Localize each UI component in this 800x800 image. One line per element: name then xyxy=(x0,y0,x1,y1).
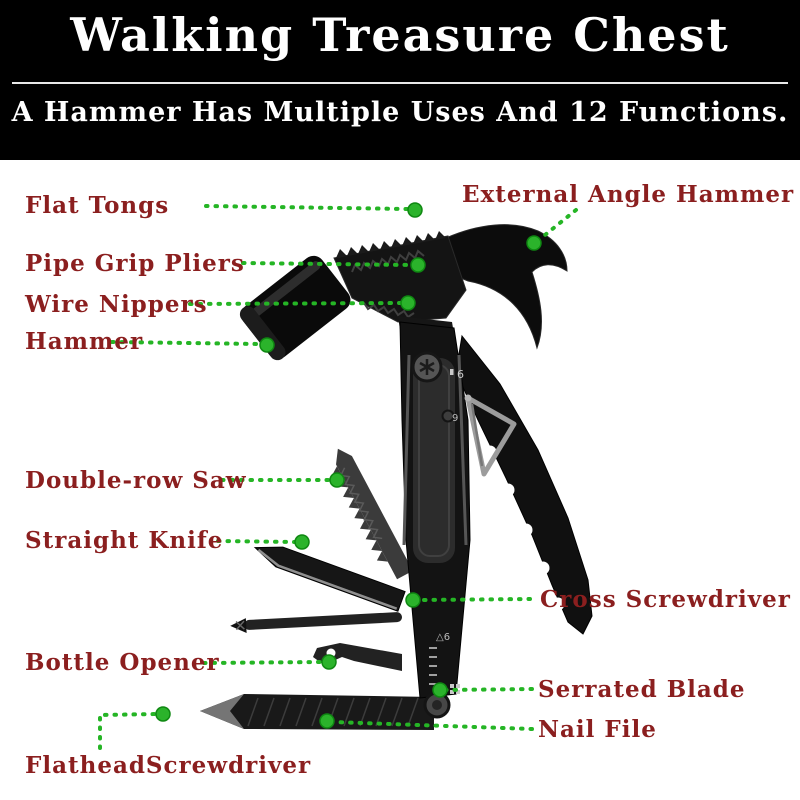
callout-dot-straight-knife xyxy=(294,534,310,550)
main-pivot-screw xyxy=(411,351,443,383)
callout-label-bottle-opener: Bottle Opener xyxy=(25,649,220,676)
callout-leaders xyxy=(98,204,578,750)
product-title: Walking Treasure Chest xyxy=(70,8,730,62)
etched-markings: 6 9 △6 xyxy=(429,368,464,694)
nail-file-flathead-blade xyxy=(200,694,434,730)
claw-hammer-tip xyxy=(445,224,568,350)
callout-dot-hammer xyxy=(259,337,275,353)
header-banner: Walking Treasure Chest A Hammer Has Mult… xyxy=(0,0,800,160)
marking-upper: 6 xyxy=(457,368,464,381)
callout-dot-double-row-saw xyxy=(329,472,345,488)
hammer-head-cylinder xyxy=(239,255,351,361)
straight-knife-blade xyxy=(253,546,406,612)
body-frame-edges xyxy=(402,354,468,546)
callout-dot-serrated-blade xyxy=(432,682,448,698)
leader-line-serrated-blade xyxy=(444,687,534,692)
carabiner-clip xyxy=(464,394,517,477)
callout-label-hammer: Hammer xyxy=(25,328,144,355)
marking-middle: 9 xyxy=(452,413,458,424)
callout-label-serrated-blade: Serrated Blade xyxy=(538,676,746,703)
leader-line-hammer xyxy=(110,340,262,346)
callout-label-nail-file: Nail File xyxy=(538,716,657,743)
callout-label-flathead-screwdriver: FlatheadScrewdriver xyxy=(25,752,312,779)
double-row-saw-blade xyxy=(331,448,413,580)
phillips-screwdriver xyxy=(230,612,403,634)
wire-nipper-serrations xyxy=(363,302,415,319)
callout-dot-cross-screwdriver xyxy=(405,592,421,608)
callout-dots xyxy=(155,202,542,729)
callout-label-flat-tongs: Flat Tongs xyxy=(25,192,170,219)
marking-lower: △6 xyxy=(436,632,450,643)
callout-dot-wire-nippers xyxy=(400,295,416,311)
leader-line-bottle-opener xyxy=(202,660,324,665)
callout-label-external-angle-hammer: External Angle Hammer xyxy=(462,181,795,208)
callout-dot-flathead-screwdriver xyxy=(155,706,171,722)
plier-head xyxy=(333,235,467,323)
leader-line-flat-tongs xyxy=(204,204,410,211)
callout-label-double-row-saw: Double-row Saw xyxy=(25,467,247,494)
multitool-illustration: 6 9 △6 xyxy=(200,224,593,730)
ruler-ticks xyxy=(429,647,437,685)
callout-dot-flat-tongs xyxy=(407,202,423,218)
leader-line-wire-nippers xyxy=(188,301,403,306)
callout-label-straight-knife: Straight Knife xyxy=(25,527,224,554)
leader-line-external-angle-hammer xyxy=(538,208,578,241)
waffle-texture-icon xyxy=(450,684,460,694)
callout-dot-external-angle-hammer xyxy=(526,235,542,251)
callout-label-pipe-grip-pliers: Pipe Grip Pliers xyxy=(25,250,245,277)
body-scale-plate xyxy=(413,358,455,563)
callout-dot-pipe-grip-pliers xyxy=(410,257,426,273)
callout-dot-bottle-opener xyxy=(321,654,337,670)
flat-tong-serrations xyxy=(336,231,446,258)
product-subtitle: A Hammer Has Multiple Uses And 12 Functi… xyxy=(11,97,789,128)
callout-label-cross-screwdriver: Cross Screwdriver xyxy=(540,586,791,613)
header-divider xyxy=(12,82,788,84)
leader-line-cross-screwdriver xyxy=(418,597,532,602)
leader-line-straight-knife xyxy=(216,539,298,544)
leader-line-pipe-grip-pliers xyxy=(241,261,414,267)
small-screw xyxy=(441,409,455,423)
callout-dot-nail-file xyxy=(319,713,335,729)
leader-line-flathead-screwdriver xyxy=(98,712,158,750)
callout-label-wire-nippers: Wire Nippers xyxy=(25,291,208,318)
